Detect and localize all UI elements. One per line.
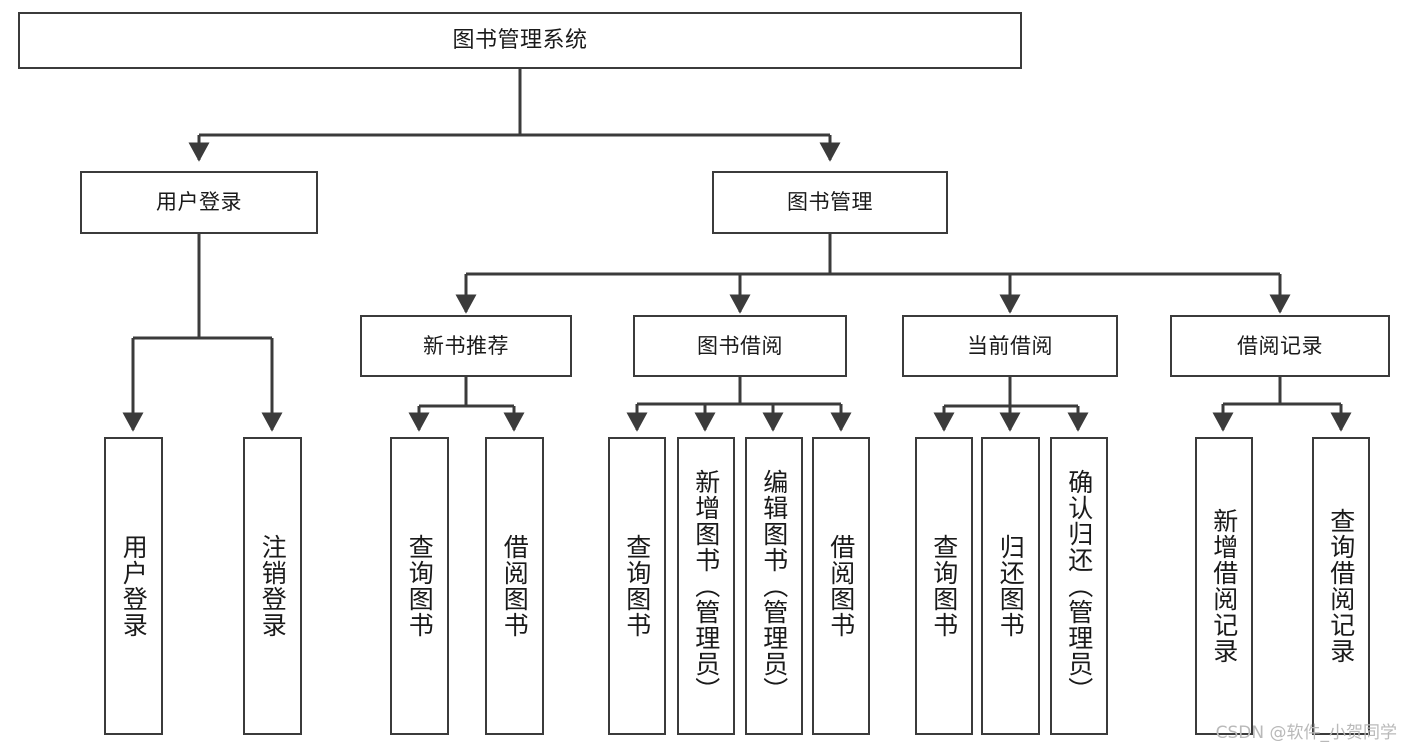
leaf-add-book-admin[interactable]: 新增图书（管理员） (677, 437, 735, 735)
leaf-query-book-recommend[interactable]: 查询图书 (390, 437, 449, 735)
csdn-watermark: CSDN @软件_小贺同学 (1215, 723, 1397, 743)
node-label: 借阅图书 (500, 534, 530, 638)
node-label: 注销登录 (258, 534, 288, 638)
node-label: 用户登录 (156, 190, 242, 214)
leaf-query-borrow-record[interactable]: 查询借阅记录 (1312, 437, 1370, 735)
leaf-return-book[interactable]: 归还图书 (981, 437, 1040, 735)
node-label: 用户登录 (119, 534, 149, 638)
leaf-query-book-current[interactable]: 查询图书 (915, 437, 973, 735)
node-label: 新增图书（管理员） (691, 469, 721, 703)
leaf-user-login[interactable]: 用户登录 (104, 437, 163, 735)
node-label: 查询图书 (622, 534, 652, 638)
node-label: 借阅图书 (826, 534, 856, 638)
node-label: 新增借阅记录 (1209, 508, 1239, 664)
node-label: 确认归还（管理员） (1064, 469, 1094, 703)
node-label: 查询图书 (405, 534, 435, 638)
leaf-add-borrow-record[interactable]: 新增借阅记录 (1195, 437, 1253, 735)
leaf-confirm-return-admin[interactable]: 确认归还（管理员） (1050, 437, 1108, 735)
node-book-borrow[interactable]: 图书借阅 (633, 315, 847, 377)
node-book-management[interactable]: 图书管理 (712, 171, 948, 234)
node-borrow-record[interactable]: 借阅记录 (1170, 315, 1390, 377)
node-label: 新书推荐 (423, 333, 509, 358)
node-new-book-recommend[interactable]: 新书推荐 (360, 315, 572, 377)
node-label: 借阅记录 (1237, 333, 1323, 358)
leaf-edit-book-admin[interactable]: 编辑图书（管理员） (745, 437, 803, 735)
node-label: 编辑图书（管理员） (759, 469, 789, 703)
node-label: 查询图书 (929, 534, 959, 638)
node-label: 归还图书 (996, 534, 1026, 638)
node-label: 图书管理 (787, 190, 873, 214)
leaf-borrow-book[interactable]: 借阅图书 (812, 437, 870, 735)
node-current-borrow[interactable]: 当前借阅 (902, 315, 1118, 377)
node-label: 查询借阅记录 (1326, 508, 1356, 664)
node-root-book-management-system[interactable]: 图书管理系统 (18, 12, 1022, 69)
node-user-login[interactable]: 用户登录 (80, 171, 318, 234)
node-label: 当前借阅 (967, 333, 1053, 358)
node-label: 图书管理系统 (452, 27, 588, 53)
leaf-logout-login[interactable]: 注销登录 (243, 437, 302, 735)
leaf-query-book-borrow[interactable]: 查询图书 (608, 437, 666, 735)
leaf-borrow-book-recommend[interactable]: 借阅图书 (485, 437, 544, 735)
node-label: 图书借阅 (697, 333, 783, 358)
